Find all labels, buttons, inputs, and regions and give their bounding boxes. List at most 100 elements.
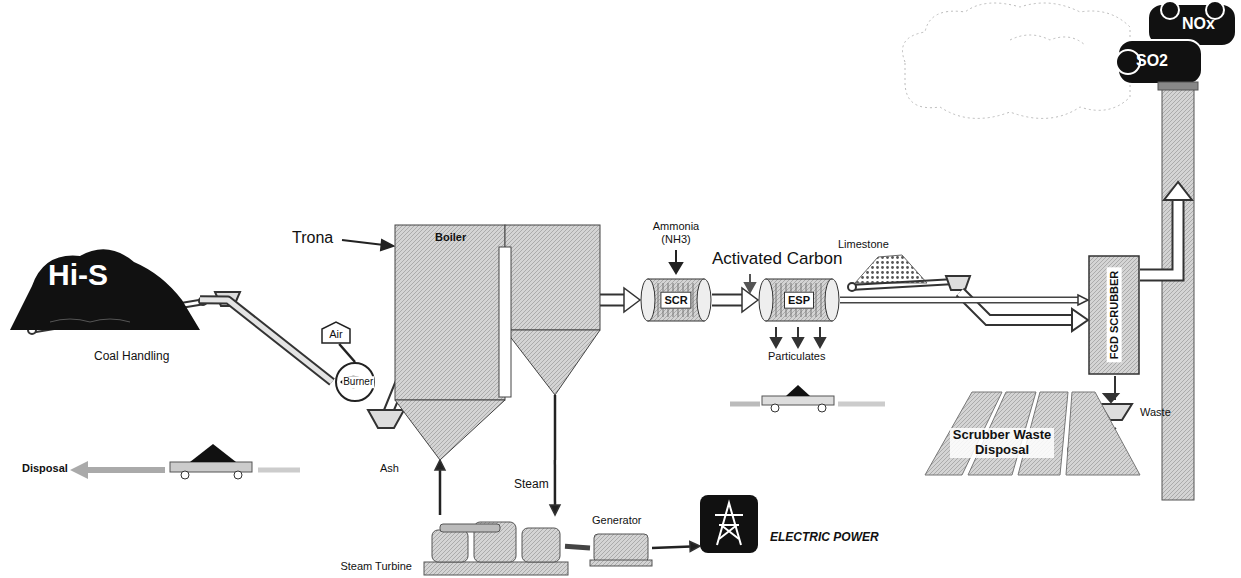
connector-label: Coal Handling (92, 350, 171, 364)
esp-unit (766, 279, 832, 321)
boiler (505, 330, 600, 395)
generator-drawing (590, 534, 652, 566)
waste-landfill (925, 392, 1140, 475)
carbon-arrow (745, 274, 755, 292)
power-icon (700, 495, 758, 553)
flow-connector (339, 344, 355, 362)
flow-connector (439, 469, 442, 515)
esp-unit (759, 279, 773, 321)
ash-truck (86, 467, 165, 473)
node-label: ESP (784, 292, 814, 309)
boiler (395, 225, 600, 460)
flow-connector (339, 344, 355, 362)
turbine-drawing (424, 522, 568, 575)
ash-truck (258, 468, 300, 473)
turbine-drawing (424, 562, 568, 575)
power-icon (715, 515, 743, 539)
scr-reactor (658, 283, 693, 317)
boiler (395, 225, 505, 400)
coal-pile (50, 319, 130, 322)
emission-label: NOx (1182, 15, 1215, 33)
stack-inlet-arrow (1140, 198, 1178, 275)
air-inlet: Air (320, 321, 352, 344)
node-label: Generator (592, 514, 642, 527)
flow-connector (435, 460, 445, 515)
scr-reactor: SCR (640, 275, 712, 325)
fgd-scrubber (1089, 256, 1139, 374)
boiler: Boiler (395, 225, 600, 460)
particulate-truck (730, 385, 885, 412)
particulate-truck (730, 402, 760, 407)
flow-connector (652, 541, 700, 551)
flow-connector (550, 505, 560, 515)
power-icon (715, 503, 743, 545)
flow-connector (1078, 295, 1088, 305)
node-label: ELECTRIC POWER (770, 531, 879, 545)
esp-unit (825, 279, 839, 321)
particulate-truck (818, 404, 826, 412)
power-icon: ELECTRIC POWER (700, 495, 758, 553)
limestone-chute (960, 292, 1074, 320)
particulate-truck (786, 385, 810, 396)
flow-connector (624, 288, 640, 312)
turbine-drawing (522, 528, 560, 562)
ash-hopper (368, 410, 404, 428)
ammonia-arrow (670, 250, 682, 273)
flow-connector (600, 293, 625, 306)
trona-arrow (342, 240, 393, 250)
area-label: Scrubber Waste Disposal (950, 428, 1054, 458)
flow-connector (712, 296, 743, 305)
node-label: SCR (660, 292, 691, 309)
ash-truck (234, 471, 242, 479)
ash-truck (181, 471, 189, 479)
smoke-cloud-outline (1010, 35, 1085, 45)
ash-truck (70, 461, 88, 479)
esp-unit (821, 283, 822, 317)
node-label: Boiler (435, 231, 466, 244)
flow-connector (200, 300, 332, 382)
boiler (499, 247, 511, 397)
flow-connector (565, 546, 590, 548)
node-label: Steam Turbine (340, 560, 412, 573)
generator-drawing (590, 560, 652, 566)
turbine-drawing (440, 524, 500, 532)
limestone-conveyor (850, 284, 955, 290)
chimney-stack (1158, 82, 1198, 500)
boiler (554, 395, 557, 460)
input-label: Limestone (838, 238, 889, 251)
flow-connector (200, 300, 332, 382)
generator: Generator (590, 530, 652, 566)
esp-unit (781, 283, 782, 317)
limestone-chute (960, 292, 1074, 320)
input-label: Trona (292, 229, 333, 247)
air-inlet (322, 322, 350, 343)
flow-connector (712, 288, 758, 312)
scr-reactor (658, 283, 659, 317)
limestone-chute (1072, 309, 1088, 331)
esp-unit (776, 283, 821, 317)
input-label: Ammonia (NH3) (646, 220, 706, 245)
generator (590, 530, 652, 566)
ash-truck (70, 444, 300, 479)
flow-connector (840, 298, 1079, 302)
flow-connector (600, 295, 625, 304)
boiler (505, 225, 600, 330)
scr-reactor (648, 279, 704, 321)
particulate-arrows (793, 338, 803, 347)
particulate-truck (838, 402, 885, 407)
esp-unit (816, 283, 817, 317)
output-label: Ash (380, 462, 399, 475)
input-label: Activated Carbon (712, 249, 842, 269)
particulate-arrows (815, 338, 825, 347)
particulate-truck (762, 396, 834, 405)
flow-connector (712, 294, 743, 307)
waste-hopper (1104, 394, 1118, 402)
ash-truck (190, 444, 236, 462)
flow-connector (840, 295, 1088, 305)
coal-pile (10, 249, 200, 330)
emission-cloud (1116, 1, 1236, 84)
output-label: Particulates (768, 350, 825, 363)
